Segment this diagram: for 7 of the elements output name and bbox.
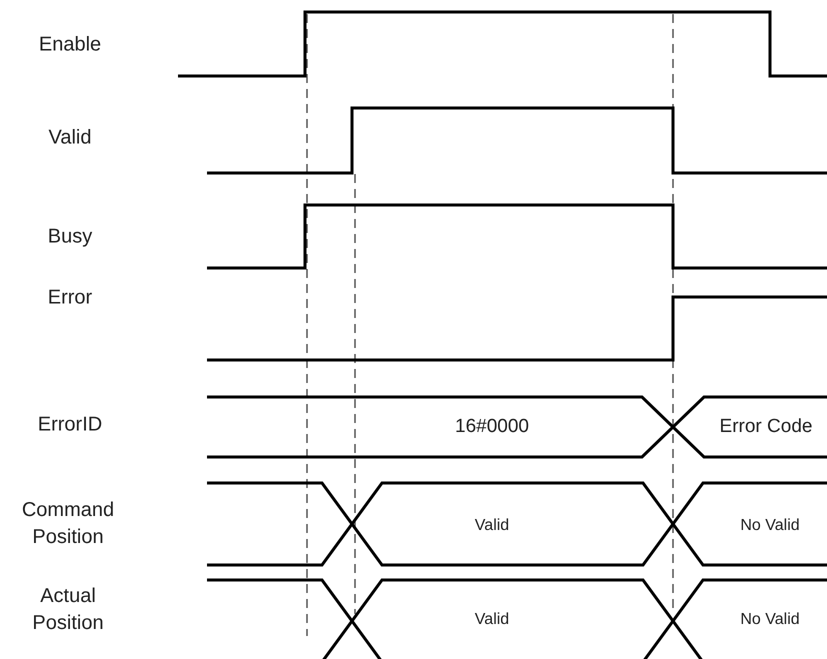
signal-name: Actual Position [31, 584, 105, 636]
signal-name: Busy [46, 224, 94, 250]
signal-name: Valid [48, 126, 92, 150]
signal-name: Enable [38, 32, 102, 58]
signal-name: Command Position [20, 498, 116, 550]
signal-name: ErrorID [36, 412, 104, 438]
signal-name: Error [46, 286, 94, 310]
